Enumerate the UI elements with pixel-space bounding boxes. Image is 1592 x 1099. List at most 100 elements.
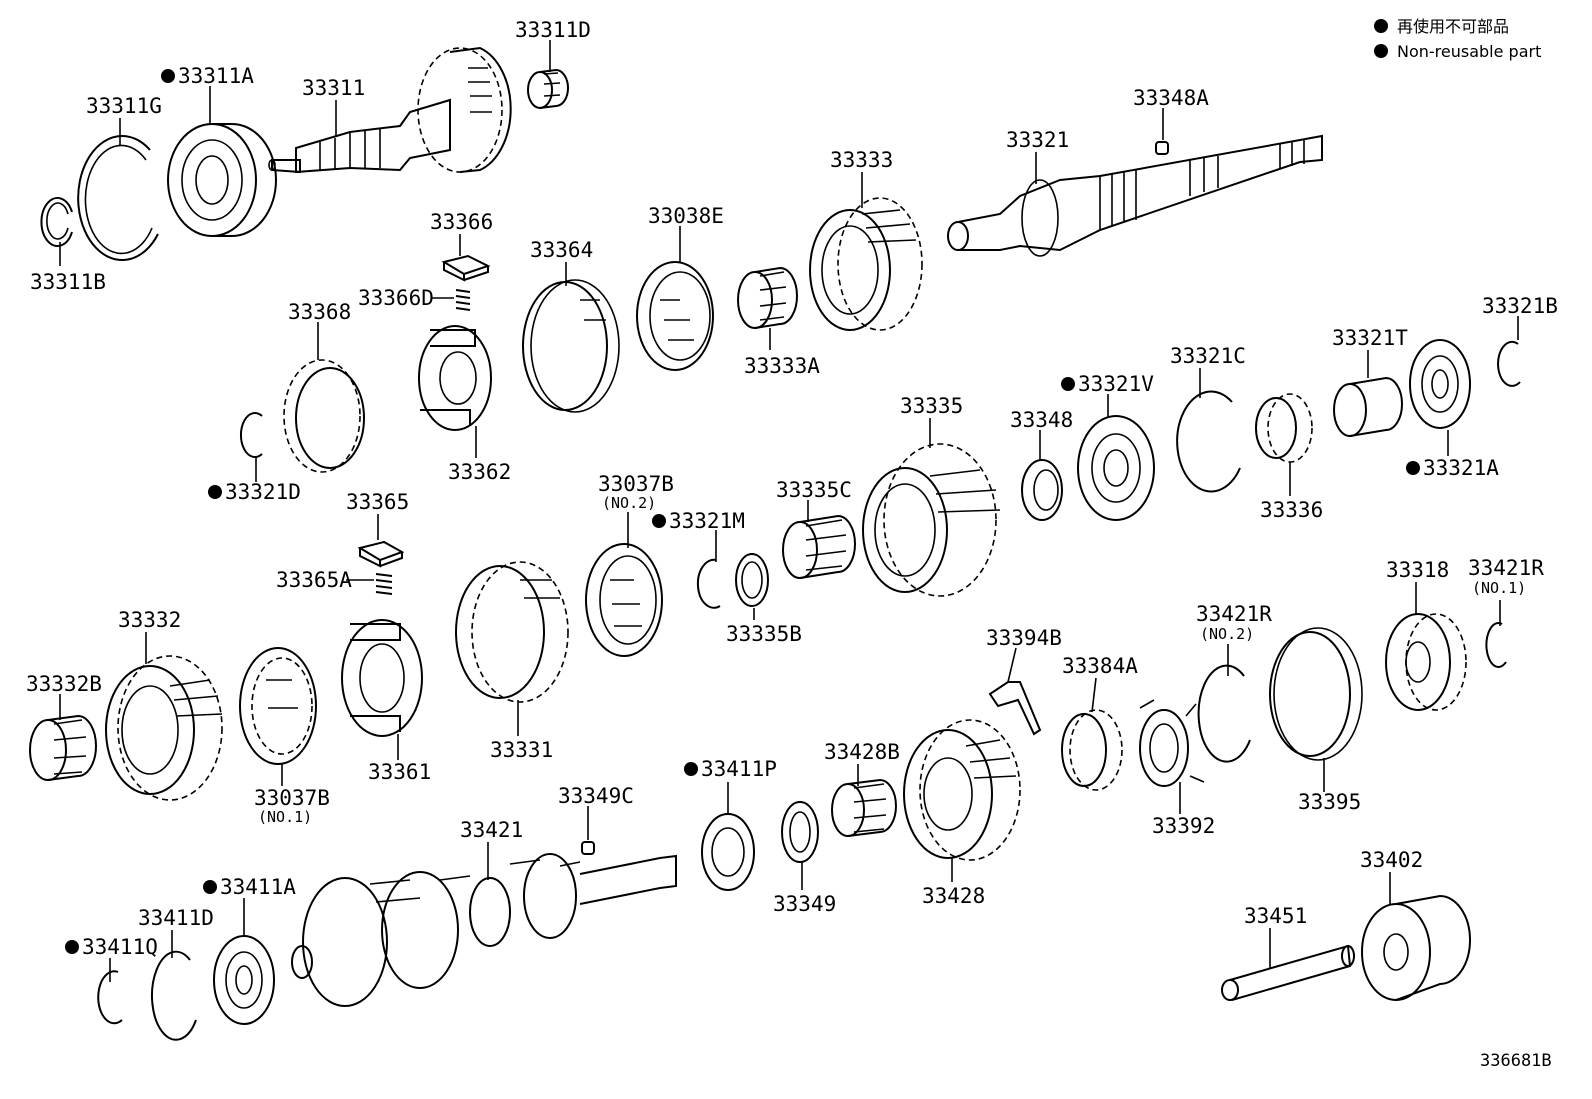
snap-ring-33311B — [40, 197, 73, 247]
part-label: 33364 — [530, 238, 593, 262]
part-label: 33311G — [86, 94, 162, 118]
washer-33349 — [781, 801, 819, 863]
part-label: 33335C — [776, 478, 852, 502]
hub-33362 — [418, 325, 492, 431]
input-shaft-33311 — [268, 46, 512, 174]
legend-japanese: 再使用不可部品 — [1397, 17, 1509, 36]
part-label: 33411Q — [82, 935, 158, 959]
non-reusable-marker-icon — [1061, 377, 1075, 391]
part-label: 33332 — [118, 608, 181, 632]
spring-33366D — [455, 289, 471, 311]
part-label: 33421R — [1468, 556, 1544, 580]
part-label: 33335 — [900, 394, 963, 418]
non-reusable-marker-icon — [652, 514, 666, 528]
needle-bearing-33335C — [782, 514, 856, 579]
figure-number: 336681B — [1480, 1051, 1552, 1071]
ring-33321C — [1176, 390, 1241, 493]
part-label: 33428B — [824, 740, 900, 764]
non-reusable-markers — [65, 69, 1420, 954]
part-label: 33392 — [1152, 814, 1215, 838]
legend-english: Non-reusable part — [1397, 42, 1541, 61]
part-label: 33321M — [669, 509, 745, 533]
ring-33421R-no2 — [1197, 664, 1251, 763]
bearing-33321V — [1077, 415, 1155, 521]
gear-33335 — [862, 443, 1001, 597]
gear-33395 — [1269, 627, 1363, 761]
needle-bearing-33311D — [527, 68, 569, 109]
snap-ring-33421R-no1 — [1485, 622, 1507, 668]
shaft-33451 — [1221, 944, 1355, 1001]
part-label: 33451 — [1244, 904, 1307, 928]
part-label: 33336 — [1260, 498, 1323, 522]
part-label: 33362 — [448, 460, 511, 484]
needle-bearing-33428B — [831, 778, 897, 837]
ring-33311G — [77, 135, 159, 262]
part-drawings — [29, 46, 1521, 1041]
ring-33411D — [151, 950, 197, 1041]
non-reusable-marker-icon — [684, 762, 698, 776]
spring-plate-33392 — [1139, 699, 1205, 787]
gear-33333 — [809, 197, 923, 331]
part-label: 33411P — [701, 757, 777, 781]
part-label: 33421R — [1196, 602, 1272, 626]
part-label: 33411A — [220, 875, 296, 899]
part-label: 33321D — [225, 480, 301, 504]
synchro-ring-33368 — [283, 359, 365, 473]
part-label: 33348 — [1010, 408, 1073, 432]
part-label: 33311 — [302, 76, 365, 100]
part-sub-label: (NO.2) — [1200, 625, 1254, 643]
part-label: 33333A — [744, 354, 820, 378]
part-label: 33037B — [598, 472, 674, 496]
synchro-ring-33038E — [636, 261, 714, 371]
non-reusable-marker-icon — [203, 880, 217, 894]
bearing-33321A — [1409, 339, 1471, 429]
part-label: 33311A — [178, 64, 254, 88]
flange-33318 — [1385, 613, 1467, 711]
part-label: 33349C — [558, 784, 634, 808]
part-label: 33037B — [254, 786, 330, 810]
bearing-33411P — [701, 813, 755, 891]
gear-33402 — [1361, 894, 1471, 1001]
key-33366 — [441, 254, 491, 282]
synchro-ring-33037B-no2 — [585, 543, 663, 657]
part-label: 33321T — [1332, 326, 1408, 350]
part-label: 33311D — [515, 18, 591, 42]
needle-bearing-33332B — [29, 714, 97, 781]
part-label: 33331 — [490, 738, 553, 762]
part-label: 33349 — [773, 892, 836, 916]
key-33349C — [581, 841, 595, 855]
non-reusable-marker-icon — [161, 69, 175, 83]
legend: 再使用不可部品 Non-reusable part — [1374, 17, 1541, 61]
part-label: 33332B — [26, 672, 102, 696]
non-reusable-marker-icon — [65, 940, 79, 954]
cone-33336 — [1255, 393, 1313, 463]
gear-33428 — [903, 719, 1021, 861]
part-label: 33321V — [1078, 372, 1154, 396]
sleeve-33364 — [522, 279, 620, 413]
snap-ring-33321M — [696, 558, 721, 609]
part-label: 33321 — [1006, 128, 1069, 152]
snap-ring-33321B — [1497, 340, 1521, 387]
key-33365 — [357, 540, 405, 568]
non-reusable-marker-icon — [208, 485, 222, 499]
part-label: 33361 — [368, 760, 431, 784]
part-label: 33366 — [430, 210, 493, 234]
part-label: 33311B — [30, 270, 106, 294]
part-label: 33321B — [1482, 294, 1558, 318]
part-sub-label: (NO.1) — [1472, 579, 1526, 597]
part-label: 33428 — [922, 884, 985, 908]
part-label: 33321A — [1423, 456, 1499, 480]
gear-33332 — [105, 655, 223, 801]
part-labels: 33311D 33311A 33311 33311G 33311B 33348A… — [26, 18, 1558, 959]
non-reusable-marker-icon — [1374, 44, 1388, 58]
part-label: 33411D — [138, 906, 214, 930]
needle-bearing-33333A — [737, 266, 798, 329]
sleeve-33331 — [455, 561, 569, 703]
part-label: 33365A — [276, 568, 352, 592]
bearing-33311A — [167, 123, 277, 237]
part-label: 33321C — [1170, 344, 1246, 368]
synchro-ring-33037B-no1 — [239, 647, 317, 765]
part-label: 33368 — [288, 300, 351, 324]
part-label: 33038E — [648, 204, 724, 228]
